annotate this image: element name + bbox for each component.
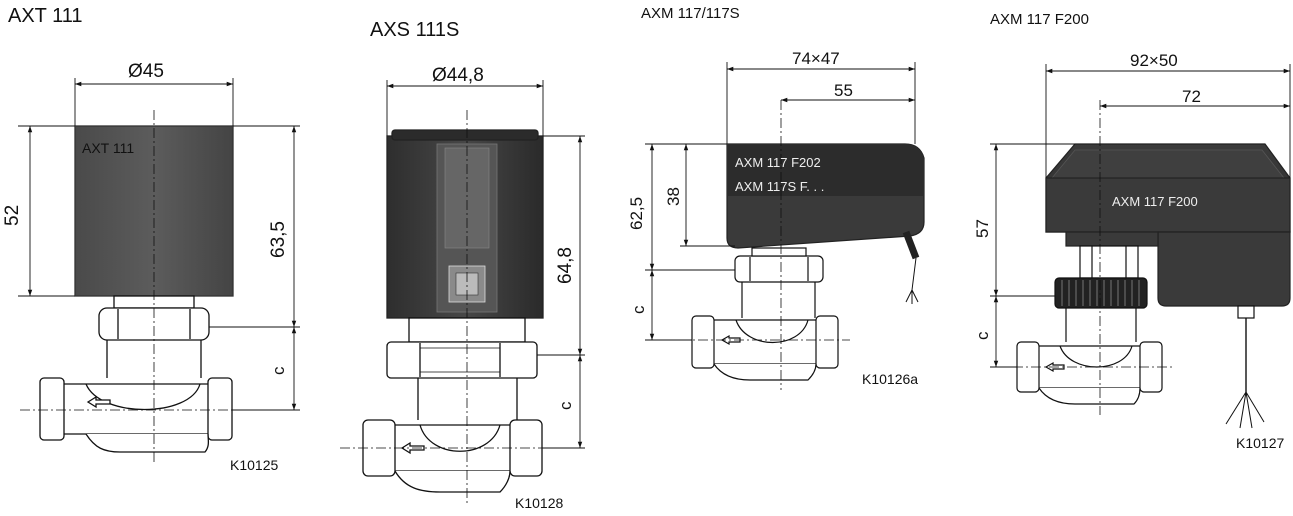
total-height-dimension: 62,5 (627, 196, 646, 230)
offset-dimension: 55 (834, 81, 853, 100)
body-label-line1: AXM 117 F202 (735, 155, 821, 170)
width-dimension: Ø44,8 (432, 65, 484, 86)
model-title: AXM 117 F200 (990, 11, 1089, 28)
model-title: AXS 111S (370, 19, 460, 41)
drawing-code: K10126a (862, 371, 919, 387)
model-title: AXM 117/117S (641, 5, 740, 22)
valve-dimension: c (629, 305, 648, 315)
knurled-nut (1054, 277, 1148, 309)
body-label: AXM 117 F200 (1112, 194, 1198, 209)
valve-body (39, 377, 233, 453)
valve-body (362, 419, 543, 493)
figure-axm117-f200 (990, 64, 1291, 429)
drawing-code: K10128 (515, 495, 564, 511)
actuator-height-dimension: 38 (664, 187, 683, 206)
valve-dimension: c (556, 401, 575, 411)
valve-body (1016, 341, 1163, 405)
drawing-code: K10125 (230, 457, 279, 473)
body-label: AXT 111 (82, 140, 135, 156)
width-dimension: 92×50 (1130, 51, 1178, 70)
figure-axs111s (340, 80, 585, 505)
cable (902, 230, 920, 260)
total-height-dimension: 64,8 (555, 247, 576, 284)
drawing-code: K10127 (1236, 435, 1285, 451)
actuator-height-dimension: 52 (2, 204, 23, 226)
figure-axm117-117s (645, 62, 925, 390)
coupling-nut (386, 341, 538, 379)
total-height-dimension: 57 (973, 219, 992, 238)
actuator-housing (1157, 231, 1291, 307)
width-dimension: 74×47 (792, 49, 840, 68)
total-height-dimension: 63,5 (268, 221, 289, 258)
valve-dimension: c (269, 366, 288, 376)
offset-dimension: 72 (1182, 87, 1201, 106)
coupling-nut (734, 255, 824, 283)
body-label-line2: AXM 117S F. . . (735, 179, 825, 194)
valve-dimension: c (973, 331, 992, 341)
figure-axt111 (18, 78, 300, 465)
cable-gland (1237, 305, 1255, 319)
width-dimension: Ø45 (128, 61, 164, 82)
valve-body (691, 315, 839, 381)
model-title: AXT 111 (8, 5, 83, 27)
